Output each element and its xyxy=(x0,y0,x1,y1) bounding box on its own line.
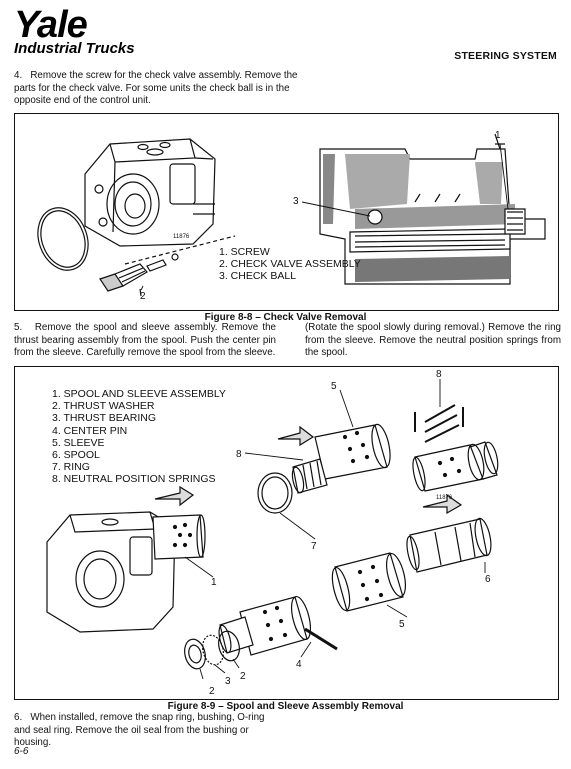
figure-8-9-legend: 1. SPOOL AND SLEEVE ASSEMBLY 2. THRUST W… xyxy=(52,388,226,486)
fig2-callout-5a: 5 xyxy=(331,381,337,392)
figure-8-9-illustration: 1 2 2 3 4 5 5 6 7 8 8 11876 xyxy=(46,369,499,697)
legend-item: 6. SPOOL xyxy=(52,449,100,462)
fig2-callout-1: 1 xyxy=(211,577,217,588)
legend-item: 8. NEUTRAL POSITION SPRINGS xyxy=(52,473,216,486)
figure-8-9: 1 2 2 3 4 5 5 6 7 8 8 11876 xyxy=(14,366,559,700)
legend-item: 1. SPOOL AND SLEEVE ASSEMBLY xyxy=(52,388,226,400)
step-5-text-right: (Rotate the spool slowly during removal.… xyxy=(305,322,561,358)
fig2-callout-8b: 8 xyxy=(436,369,442,380)
step-4-text: 4. Remove the screw for the check valve … xyxy=(14,70,298,106)
fig1-callout-2: 2 xyxy=(140,291,146,302)
fig2-callout-2a: 2 xyxy=(209,686,215,697)
figure-8-8-illustration: 1 2 3 11876 xyxy=(37,130,546,302)
legend-item: 3. CHECK BALL xyxy=(219,270,297,283)
fig2-callout-5b: 5 xyxy=(399,619,405,630)
legend-item: 2. CHECK VALVE ASSEMBLY xyxy=(219,258,361,271)
fig2-callout-6: 6 xyxy=(485,574,491,585)
legend-item: 4. CENTER PIN xyxy=(52,424,128,437)
step-6-text: 6. When installed, remove the snap ring,… xyxy=(14,712,265,748)
legend-item: 5. SLEEVE xyxy=(52,436,105,449)
step-5-text-left: 5. Remove the spool and sleeve assembly.… xyxy=(14,322,276,358)
logo-sub-text: Industrial Trucks xyxy=(14,40,135,57)
legend-item: 3. THRUST BEARING xyxy=(52,412,157,425)
fig2-callout-2b: 2 xyxy=(240,671,246,682)
figure-8-8-caption: Figure 8-8 – Check Valve Removal xyxy=(204,312,367,323)
section-title: STEERING SYSTEM xyxy=(454,50,557,62)
figure-8-8-legend: 1. SCREW 2. CHECK VALVE ASSEMBLY 3. CHEC… xyxy=(219,246,361,283)
legend-item: 1. SCREW xyxy=(219,246,270,258)
legend-item: 2. THRUST WASHER xyxy=(52,400,155,413)
figure-8-9-caption: Figure 8-9 – Spool and Sleeve Assembly R… xyxy=(167,701,404,712)
legend-item: 7. RING xyxy=(52,461,90,474)
fig2-ref-number: 11876 xyxy=(436,495,453,501)
fig2-callout-8a: 8 xyxy=(236,449,242,460)
logo-main-text: Yale xyxy=(14,4,88,46)
page-number: 6-6 xyxy=(14,746,29,757)
fig2-callout-3: 3 xyxy=(225,676,231,687)
figure-8-8: 1 2 3 11876 xyxy=(14,113,559,311)
fig1-ref-number: 11876 xyxy=(173,234,190,240)
yale-logo: Yale Industrial Trucks xyxy=(14,6,135,56)
fig2-callout-7: 7 xyxy=(311,541,317,552)
fig1-callout-1: 1 xyxy=(495,130,501,141)
fig2-callout-4: 4 xyxy=(296,659,302,670)
fig1-callout-3: 3 xyxy=(293,196,299,207)
